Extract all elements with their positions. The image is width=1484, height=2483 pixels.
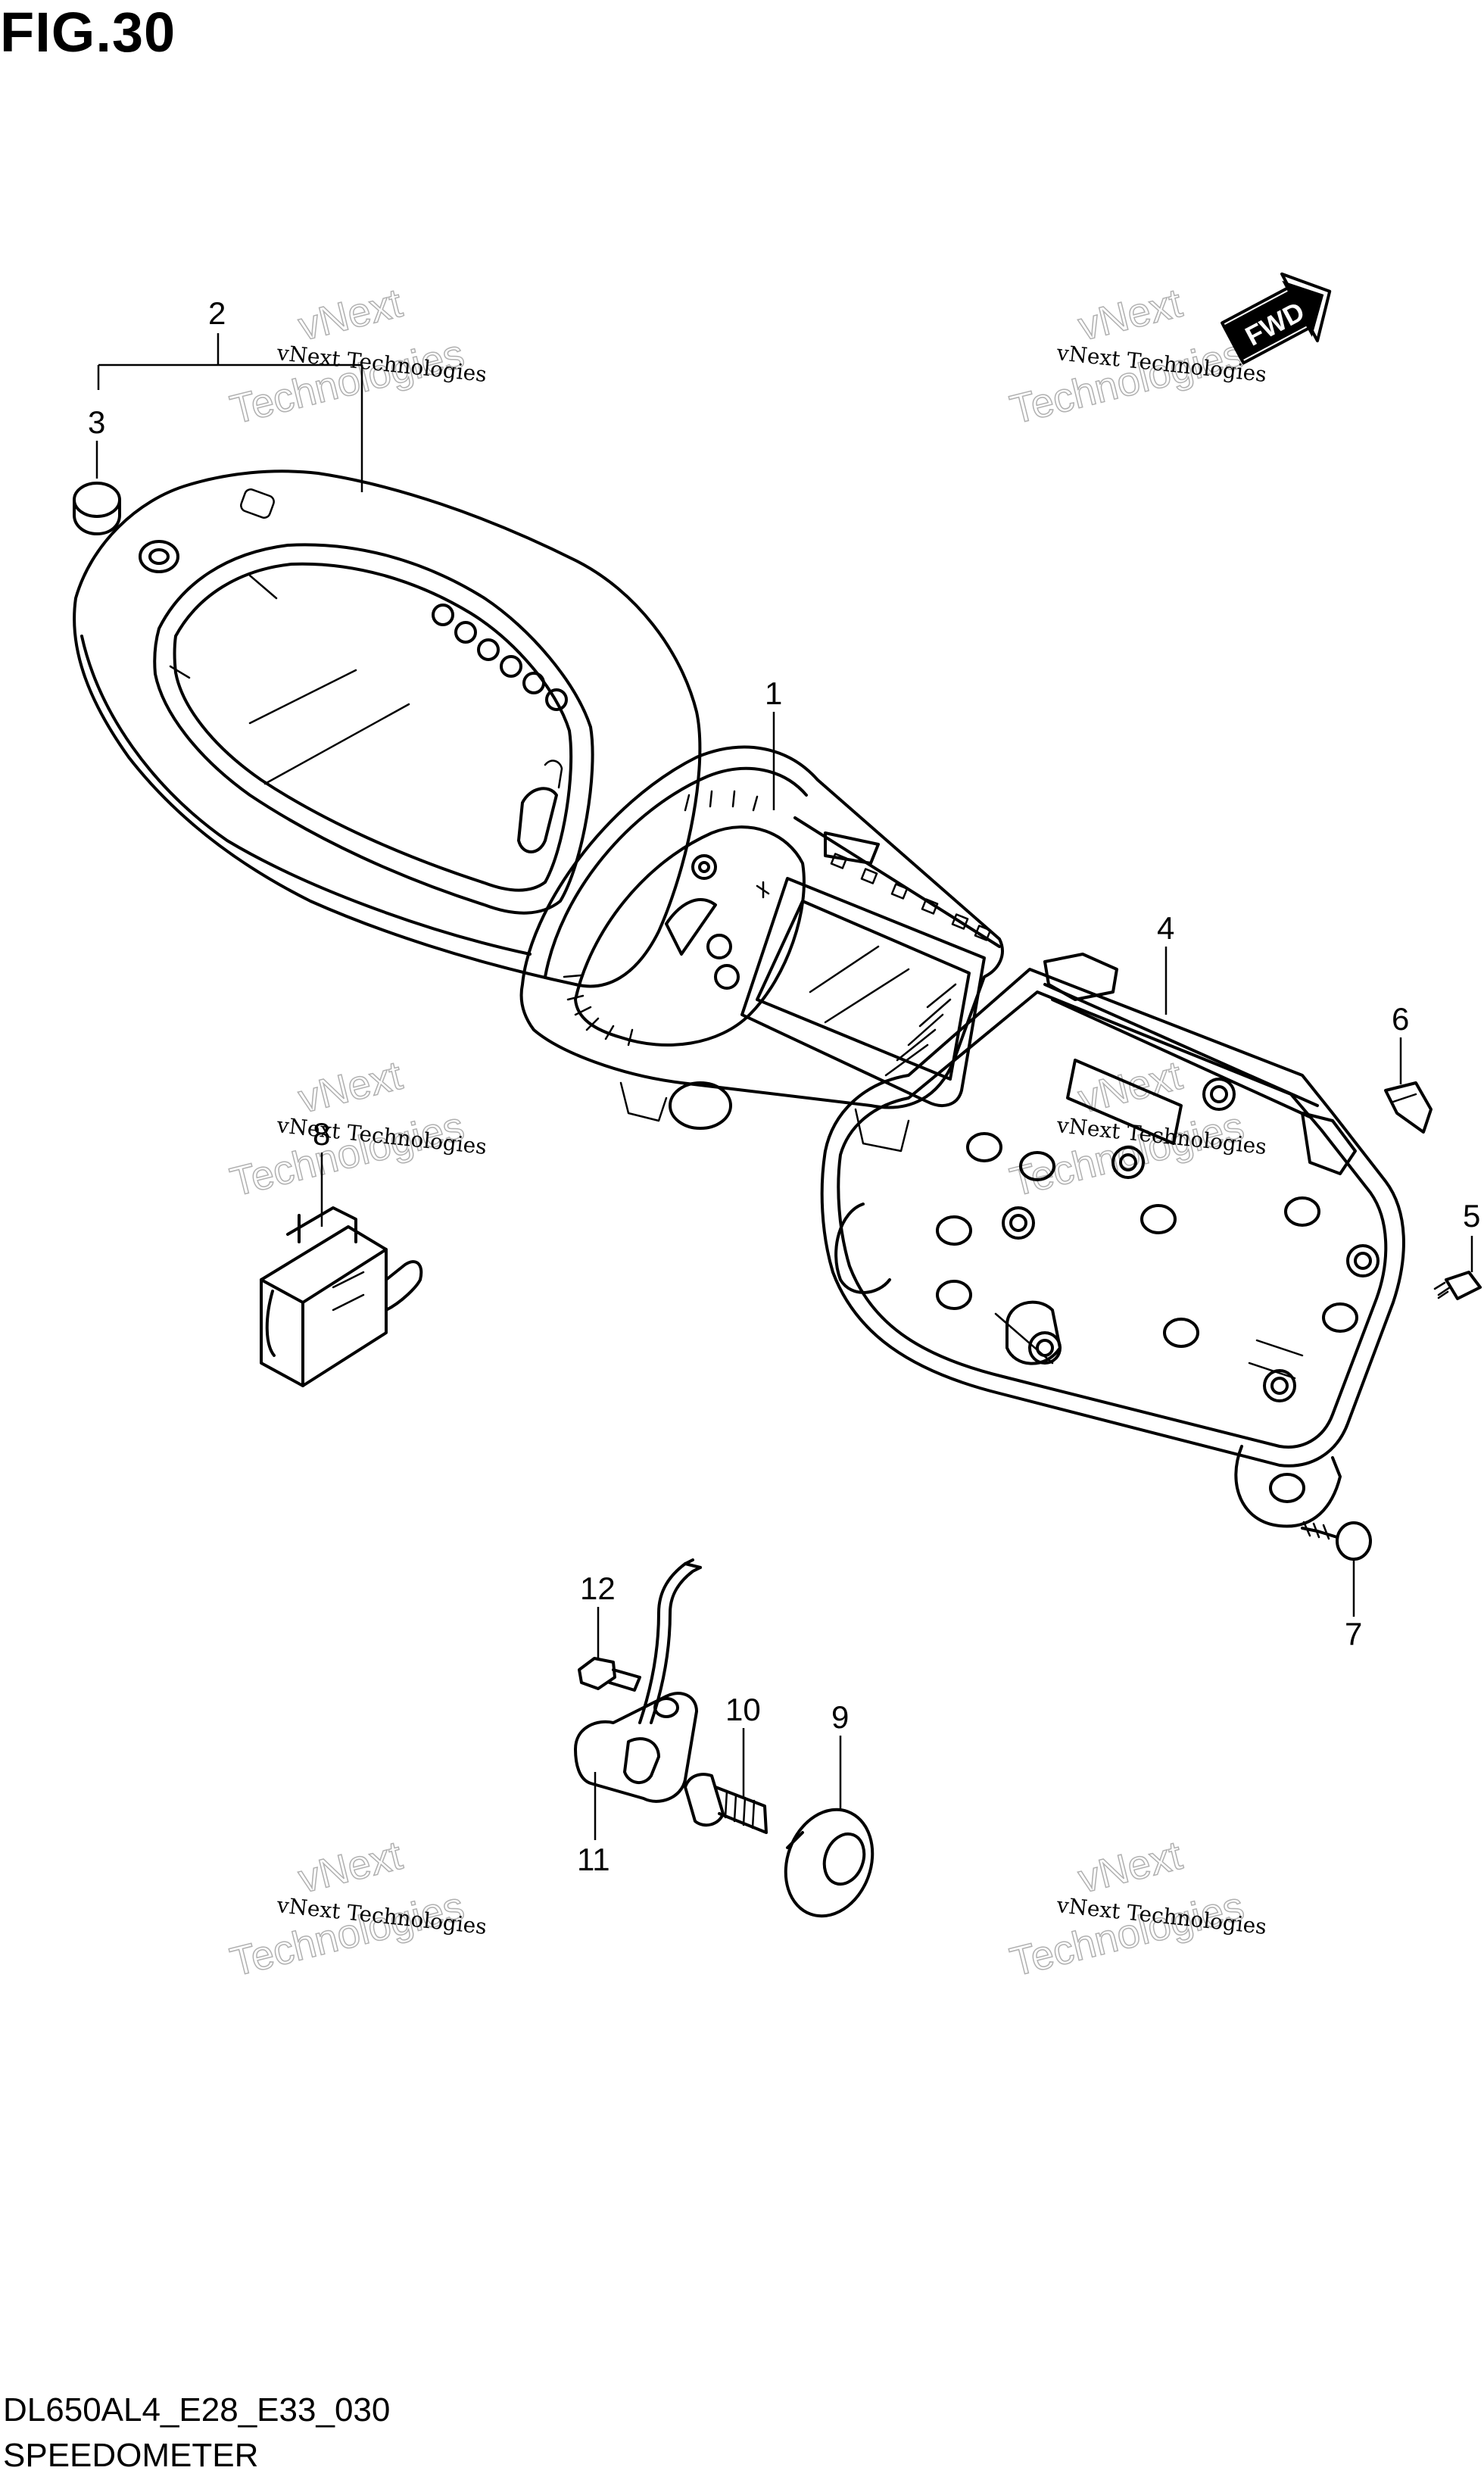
svg-text:5: 5	[1463, 1198, 1480, 1234]
watermark-top-right: vNext Technologies vNext Technologies	[1005, 279, 1268, 433]
part-screw-7	[1301, 1521, 1372, 1561]
part-meter-cover	[73, 469, 702, 988]
svg-text:vNext: vNext	[1074, 1833, 1186, 1902]
svg-text:8: 8	[313, 1116, 330, 1152]
figure-name: SPEEDOMETER	[3, 2437, 259, 2474]
part-button-cap	[73, 482, 121, 535]
svg-text:2: 2	[208, 295, 226, 331]
callout-1: 1	[765, 675, 782, 810]
callout-10: 10	[725, 1692, 761, 1798]
callout-8: 8	[313, 1116, 330, 1227]
forward-direction-arrow: FWD	[1221, 272, 1332, 365]
svg-text:9: 9	[831, 1699, 849, 1735]
svg-text:Technologies: Technologies	[226, 331, 468, 432]
callout-9: 9	[831, 1699, 849, 1811]
svg-text:4: 4	[1157, 910, 1174, 946]
callout-12: 12	[580, 1571, 616, 1660]
watermark-bottom-left: vNext Technologies vNext Technologies	[226, 1832, 488, 1985]
part-meter-assembly	[519, 745, 1004, 1153]
part-lower-case	[820, 953, 1405, 1528]
figure-code: DL650AL4_E28_E33_030	[3, 2391, 391, 2428]
svg-text:3: 3	[88, 404, 105, 440]
svg-text:10: 10	[725, 1692, 761, 1727]
callout-5: 5	[1463, 1198, 1480, 1272]
svg-text:vNext: vNext	[294, 280, 406, 350]
watermark-top-left: vNext Technologies vNext Technologies	[226, 279, 488, 433]
part-speed-sensor	[574, 1558, 702, 1803]
part-screw-5	[1433, 1271, 1482, 1300]
part-rotor-9	[784, 1808, 874, 1918]
svg-text:11: 11	[577, 1842, 610, 1877]
watermark-middle-left: vNext Technologies vNext Technologies	[226, 1052, 488, 1206]
callout-3: 3	[88, 404, 105, 479]
svg-text:Technologies: Technologies	[1005, 331, 1248, 432]
callout-2: 2	[97, 295, 363, 492]
svg-text:vNext: vNext	[294, 1833, 406, 1902]
part-clip	[1384, 1081, 1433, 1134]
svg-text:Technologies: Technologies	[226, 1883, 468, 1985]
svg-text:12: 12	[580, 1571, 616, 1606]
watermark-bottom-right: vNext Technologies vNext Technologies	[1005, 1832, 1268, 1985]
callout-7: 7	[1345, 1560, 1362, 1652]
svg-text:vNext: vNext	[294, 1053, 406, 1122]
svg-text:vNext: vNext	[1074, 1053, 1186, 1122]
part-bolt-12	[578, 1657, 641, 1692]
svg-text:Technologies: Technologies	[226, 1103, 468, 1205]
callout-4: 4	[1157, 910, 1174, 1015]
svg-text:Technologies: Technologies	[1005, 1883, 1248, 1985]
svg-text:7: 7	[1345, 1616, 1362, 1652]
svg-text:6: 6	[1392, 1001, 1409, 1037]
callout-6: 6	[1392, 1001, 1409, 1084]
part-screw-10	[684, 1773, 768, 1834]
svg-text:1: 1	[765, 675, 782, 711]
callout-11: 11	[577, 1772, 610, 1877]
part-sensor-connector	[260, 1206, 423, 1387]
svg-text:vNext: vNext	[1074, 280, 1186, 350]
figure-title: FIG.30	[0, 1, 176, 64]
